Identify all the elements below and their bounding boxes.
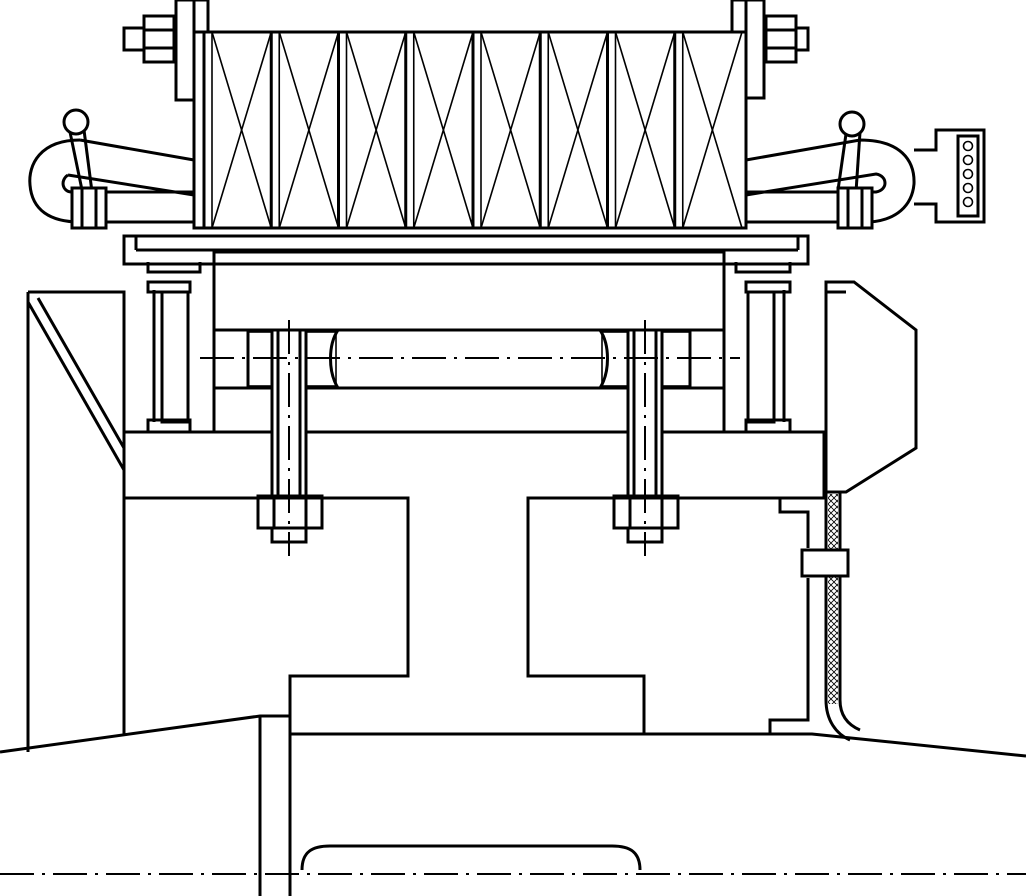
right-cable-conduit (768, 492, 861, 742)
coil-assembly (122, 0, 810, 266)
right-end-cover (824, 280, 918, 494)
left-clamp-plate (174, 0, 196, 102)
coil-turn (337, 31, 407, 229)
left-spring-support (146, 262, 202, 434)
right-clamp-plate (744, 0, 766, 100)
base-hub (0, 714, 1026, 896)
coil-turns (202, 31, 743, 229)
main-housing-section (122, 430, 826, 736)
top-left-bolt (122, 14, 176, 64)
coil-base-plate (122, 234, 810, 266)
right-spring-support (734, 262, 792, 434)
coil-turn (269, 31, 340, 229)
top-right-bolt (764, 14, 810, 64)
left-lifting-eye (28, 108, 195, 230)
coil-block (192, 30, 748, 230)
coil-turn (404, 31, 474, 229)
right-lifting-eye (745, 110, 916, 230)
coil-turn (606, 31, 676, 229)
coil-turn (538, 31, 609, 229)
cable-connector (914, 128, 986, 224)
right-stud-bolt (612, 320, 680, 556)
coil-turn (673, 31, 743, 229)
coil-turn (202, 31, 273, 229)
coil-turn (471, 31, 542, 229)
left-stud-bolt (256, 320, 324, 556)
left-side-guard (26, 290, 126, 752)
